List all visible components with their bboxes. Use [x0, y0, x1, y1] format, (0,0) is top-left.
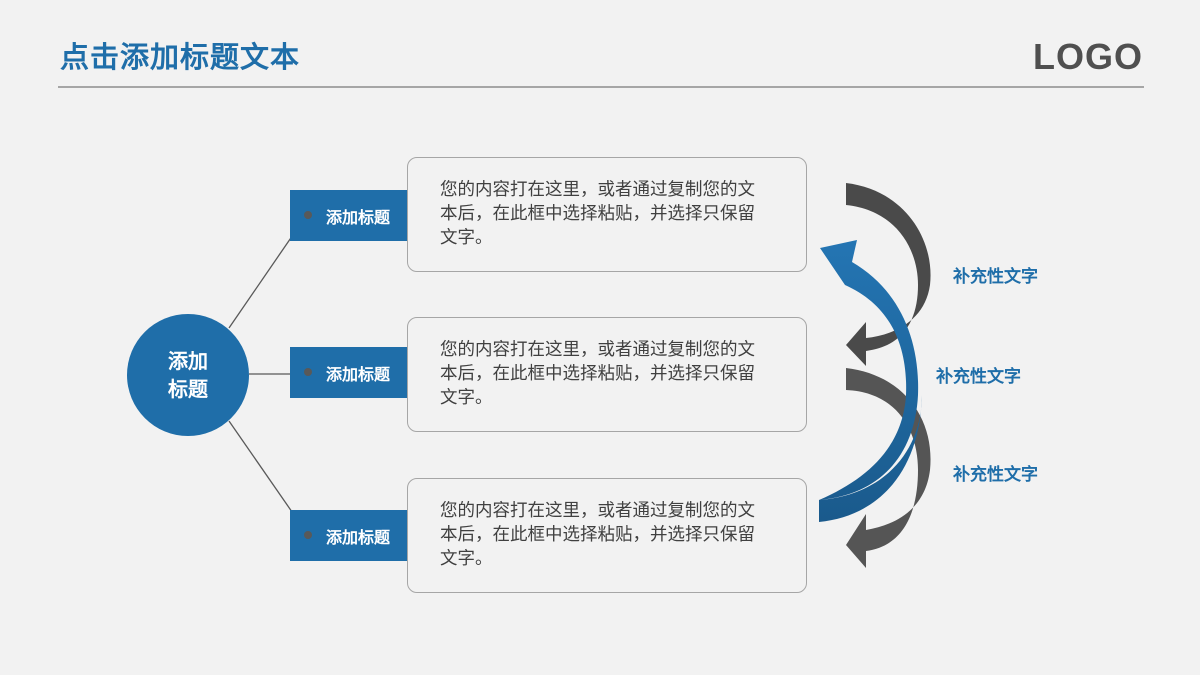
- hub-circle: 添加 标题: [127, 314, 249, 436]
- content-card-3: 您的内容打在这里，或者通过复制您的文本后，在此框中选择粘贴，并选择只保留文字。: [407, 478, 807, 593]
- connector-dot-icon: [304, 368, 312, 376]
- content-card-text: 您的内容打在这里，或者通过复制您的文本后，在此框中选择粘贴，并选择只保留文字。: [440, 501, 755, 569]
- curved-arrow-dark-upper-icon: [846, 183, 931, 366]
- page-title: 点击添加标题文本: [60, 40, 301, 74]
- branch-label-text: 添加标题: [325, 207, 390, 227]
- branch-label-text: 添加标题: [325, 364, 390, 384]
- branch-label-1: 添加标题: [290, 190, 407, 241]
- content-card-2: 您的内容打在这里，或者通过复制您的文本后，在此框中选择粘贴，并选择只保留文字。: [407, 317, 807, 432]
- logo: LOGO: [1033, 36, 1143, 77]
- header-divider: [58, 86, 1144, 88]
- connector-dot-icon: [304, 211, 312, 219]
- content-card-1: 您的内容打在这里，或者通过复制您的文本后，在此框中选择粘贴，并选择只保留文字。: [407, 157, 807, 272]
- hub-label-line2: 标题: [168, 377, 208, 401]
- side-note-2: 补充性文字: [936, 367, 1021, 387]
- hub-label-line1: 添加: [168, 349, 208, 373]
- branch-label-2: 添加标题: [290, 347, 407, 398]
- side-note-3: 补充性文字: [953, 465, 1038, 485]
- curved-arrow-blue-icon: [819, 240, 922, 522]
- content-card-text: 您的内容打在这里，或者通过复制您的文本后，在此框中选择粘贴，并选择只保留文字。: [440, 180, 755, 248]
- connector-dot-icon: [304, 531, 312, 539]
- side-note-1: 补充性文字: [953, 267, 1038, 287]
- content-card-text: 您的内容打在这里，或者通过复制您的文本后，在此框中选择粘贴，并选择只保留文字。: [440, 340, 755, 408]
- branch-label-3: 添加标题: [290, 510, 407, 561]
- branch-label-text: 添加标题: [325, 527, 390, 547]
